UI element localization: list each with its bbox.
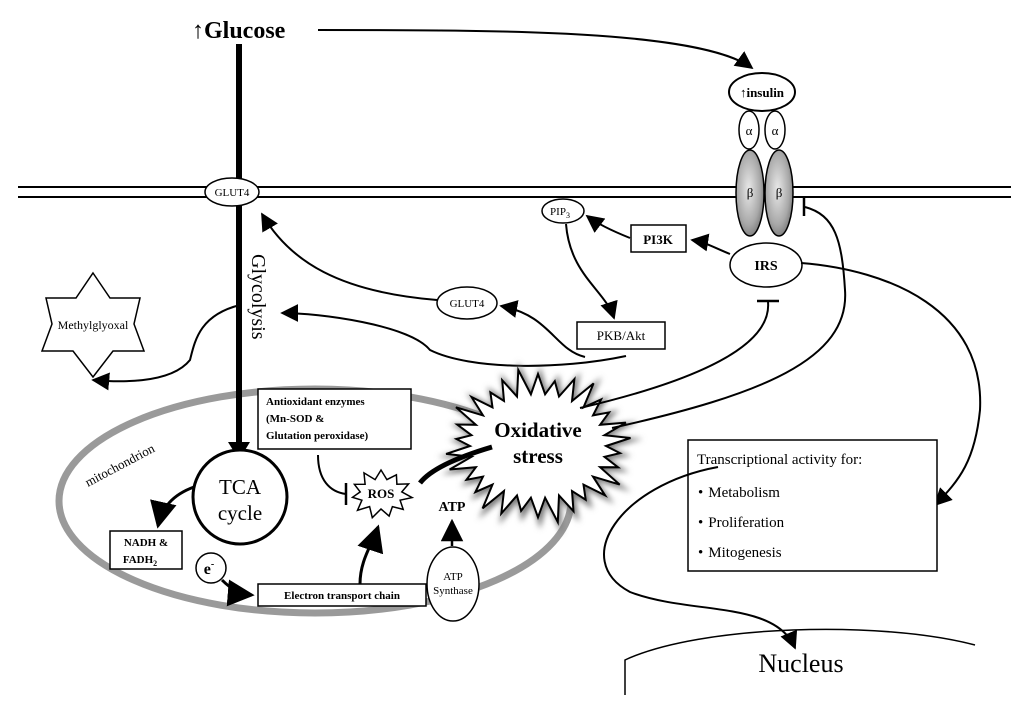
svg-text:β: β [747,185,754,200]
svg-text:α: α [772,123,779,138]
ros-burst: ROS [350,468,415,520]
pkb-to-glycolysis-arrow [280,304,627,367]
nadh-line2: FADH2 [123,554,157,568]
glycolysis-to-methylglyoxal-arrow [91,304,241,391]
pkb-akt-box [576,321,666,350]
antioxidant-box [257,388,412,450]
pkb-akt-label: PKB/Akt [597,328,646,343]
oxidative-label-line2: stress [513,444,563,468]
ros-label: ROS [368,486,395,501]
tca-cycle [191,448,289,546]
etc-label: Electron transport chain [284,590,400,602]
electron-label: e- [204,559,214,578]
atp-label: ATP [439,500,466,515]
pi3k-box [630,224,687,253]
glycolysis-label: Glycolysis [247,254,269,340]
methylglyoxal-label: Methylglyoxal [58,318,129,332]
irs-node [729,242,803,288]
vesicle-to-membrane-glut4-arrow [261,212,438,301]
tca-to-nadh-arrow [150,485,195,529]
antioxidant-line2: (Mn-SOD & [266,413,324,425]
transcription-title: Transcriptional activity for: [697,452,862,468]
irs-to-nucleus-arrow [800,262,982,507]
glut4-membrane [204,177,260,207]
pip3-to-pkb-arrow [565,223,618,320]
tca-label-line1: TCA [219,475,262,499]
irs-to-pi3k-arrow [690,233,731,255]
pip3-label: PIP3 [550,206,570,220]
atp-synthase-line1: ATP [443,571,463,583]
oxidative-inhibits-irs [579,301,770,409]
tca-label-line2: cycle [218,501,262,525]
atp-synthase [426,546,480,622]
svg-text:α: α [746,123,753,138]
antioxidant-line1: Antioxidant enzymes [266,396,365,408]
transcription-item-proliferation: •Proliferation [698,515,785,531]
oxidative-label-line1: Oxidative [494,418,582,442]
transcription-to-nucleus-arrow [603,466,798,650]
antioxidant-line3: Glutation peroxidase) [266,430,369,442]
nadh-line1: NADH & [124,537,168,549]
plasma-membrane [18,186,1011,198]
electron-transport-chain-box [257,583,427,607]
glucose-label: ↑Glucose [192,18,286,44]
pi3k-label: PI3K [643,232,674,247]
antioxidant-inhibits-ros [317,454,347,495]
beta-subunit-right [764,149,794,237]
glucose-to-insulin-arrow [317,29,754,70]
pi3k-to-pip3-arrow [585,214,631,239]
oxidative-to-ros-link [418,444,493,485]
insulin-ligand [728,72,796,112]
oxidative-inhibits-receptor [611,206,847,429]
oxidative-stress-burst: Oxidative stress [437,361,643,535]
transcription-item-metabolism: •Metabolism [698,485,780,501]
nadh-fadh2-box [109,530,183,570]
glut4-vesicle-label: GLUT4 [450,298,485,310]
atp-synthase-line2: Synthase [433,585,473,597]
glut4-membrane-label: GLUT4 [215,187,250,199]
insulin-receptor: ↑insulin α α β β [728,72,796,237]
alpha-subunit-right [764,110,786,150]
beta-subunit-left [735,149,765,237]
irs-label: IRS [754,259,778,274]
alpha-subunit-left [738,110,760,150]
insulin-label: ↑insulin [740,85,785,100]
transcription-box [687,439,938,572]
electron-node [195,552,227,584]
glut4-vesicle [436,286,498,320]
pkb-to-glut4-vesicle-arrow [499,300,586,358]
pip3-node [541,198,585,224]
etc-to-ros-arrow [357,524,384,585]
svg-text:β: β [776,185,783,200]
transcription-item-mitogenesis: •Mitogenesis [698,545,782,561]
electron-to-etc-arrow [220,578,255,607]
nucleus-label: Nucleus [758,649,843,678]
